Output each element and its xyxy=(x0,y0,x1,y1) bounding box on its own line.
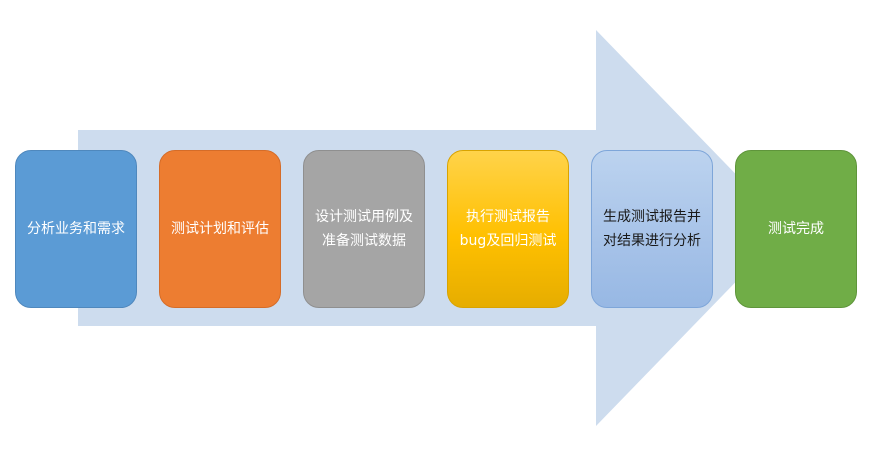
step-label: 测试计划和评估 xyxy=(171,221,269,237)
step-test-plan: 测试计划和评估 xyxy=(159,150,281,308)
step-generate-report: 生成测试报告并对结果进行分析 xyxy=(591,150,713,308)
step-analyze-requirements: 分析业务和需求 xyxy=(15,150,137,308)
step-label: 设计测试用例及准备测试数据 xyxy=(315,209,413,249)
step-execute-tests: 执行测试报告bug及回归测试 xyxy=(447,150,569,308)
step-label: 执行测试报告bug及回归测试 xyxy=(459,209,557,249)
flow-arrow-shape xyxy=(78,30,788,426)
step-test-complete: 测试完成 xyxy=(735,150,857,308)
step-label: 测试完成 xyxy=(768,221,824,237)
step-design-test-cases: 设计测试用例及准备测试数据 xyxy=(303,150,425,308)
step-label: 分析业务和需求 xyxy=(27,221,125,237)
step-label: 生成测试报告并对结果进行分析 xyxy=(603,209,701,249)
